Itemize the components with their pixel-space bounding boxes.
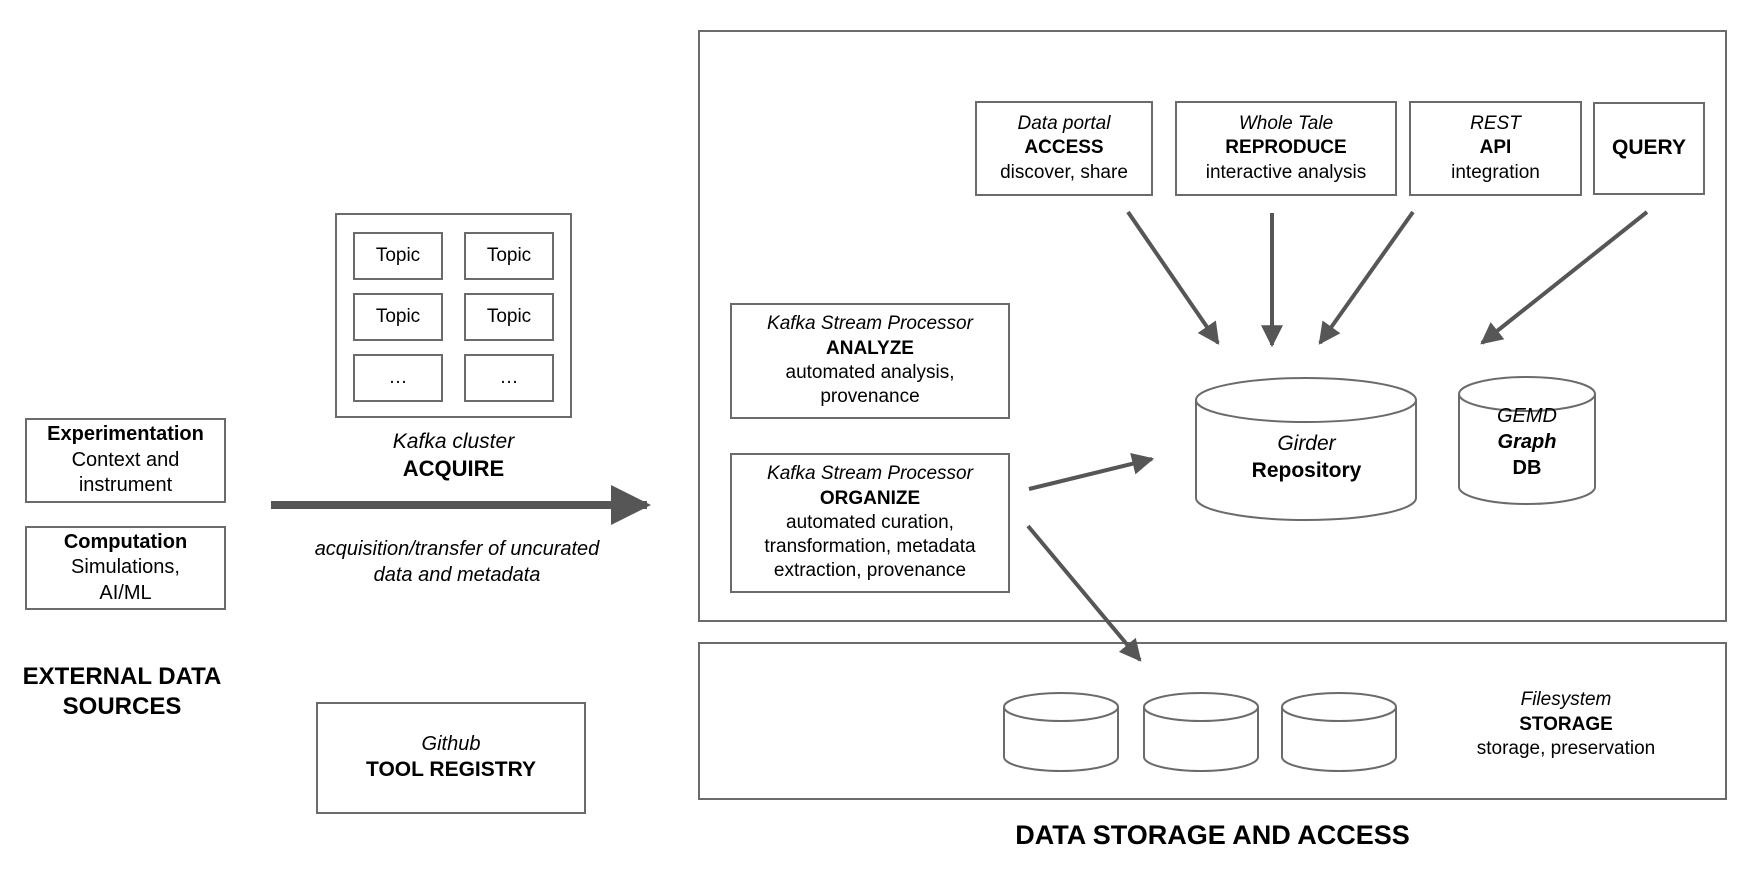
tool-registry-action: TOOL REGISTRY <box>366 758 536 782</box>
organize-processor-box: Kafka Stream Processor ORGANIZE automate… <box>730 453 1010 593</box>
experimentation-title: Experimentation <box>47 423 204 446</box>
tool-registry-box: Github TOOL REGISTRY <box>316 702 586 814</box>
gemd-db: DB <box>1512 457 1542 479</box>
computation-box: Computation Simulations, AI/ML <box>25 526 226 610</box>
transfer-caption-line1: acquisition/transfer of uncurated <box>314 538 600 560</box>
computation-desc-line2: AI/ML <box>99 581 152 604</box>
external-label-line2: SOURCES <box>62 693 182 720</box>
kafka-topic: Topic <box>464 232 554 280</box>
whole-tale-desc: interactive analysis <box>1205 161 1367 183</box>
kafka-cluster-box: Topic Topic Topic Topic … … <box>335 213 572 418</box>
whole-tale-box: Whole Tale REPRODUCE interactive analysi… <box>1175 101 1397 196</box>
kafka-topic-ellipsis: … <box>353 354 443 402</box>
analyze-action: ANALYZE <box>826 337 914 359</box>
kafka-cluster-name: Kafka cluster <box>392 430 515 453</box>
data-portal-desc: discover, share <box>1000 161 1128 183</box>
data-portal-action: ACCESS <box>1024 137 1104 159</box>
filesystem-action: STORAGE <box>1519 713 1613 735</box>
tool-registry-name: Github <box>421 732 481 755</box>
girder-type: Repository <box>1251 459 1362 483</box>
kafka-topic: Topic <box>353 232 443 280</box>
filesystem-name: Filesystem <box>1520 689 1612 710</box>
kafka-topic: Topic <box>464 293 554 341</box>
rest-api-name: REST <box>1470 113 1521 135</box>
analyze-desc-line2: provenance <box>820 386 920 408</box>
data-portal-box: Data portal ACCESS discover, share <box>975 101 1153 196</box>
organize-desc-line2: transformation, metadata <box>764 536 976 558</box>
experimentation-desc-line1: Context and <box>71 448 180 471</box>
gemd-kind: Graph <box>1497 431 1557 453</box>
data-portal-name: Data portal <box>1017 113 1111 135</box>
transfer-caption-line2: data and metadata <box>373 564 541 586</box>
girder-name: Girder <box>1277 432 1336 455</box>
rest-api-desc: integration <box>1451 161 1540 183</box>
girder-repository-label: Girder Repository <box>1196 430 1417 485</box>
analyze-desc-line1: automated analysis, <box>785 362 955 383</box>
kafka-cluster-action: ACQUIRE <box>402 456 505 482</box>
gemd-name: GEMD <box>1497 405 1557 427</box>
external-data-sources-label: EXTERNAL DATA SOURCES <box>0 662 244 722</box>
rest-api-action: API <box>1479 137 1512 159</box>
kafka-cluster-caption: Kafka cluster ACQUIRE <box>335 428 572 484</box>
data-storage-access-title: DATA STORAGE AND ACCESS <box>1015 820 1410 850</box>
filesystem-storage-label: Filesystem STORAGE storage, preservation <box>1420 688 1712 762</box>
computation-title: Computation <box>63 530 188 553</box>
gemd-graph-db-label: GEMD Graph DB <box>1459 403 1595 481</box>
transfer-caption: acquisition/transfer of uncurated data a… <box>287 536 627 588</box>
experimentation-desc-line2: instrument <box>78 474 173 497</box>
kafka-topic-ellipsis: … <box>464 354 554 402</box>
rest-api-box: REST API integration <box>1409 101 1582 196</box>
whole-tale-name: Whole Tale <box>1238 113 1334 135</box>
organize-desc-line3: extraction, provenance <box>773 560 967 582</box>
computation-desc-line1: Simulations, <box>71 556 180 579</box>
analyze-processor-box: Kafka Stream Processor ANALYZE automated… <box>730 303 1010 419</box>
analyze-name: Kafka Stream Processor <box>767 313 973 335</box>
query-action: QUERY <box>1612 136 1686 160</box>
filesystem-desc: storage, preservation <box>1476 738 1656 760</box>
query-box: QUERY <box>1593 102 1705 195</box>
kafka-topic: Topic <box>353 293 443 341</box>
organize-action: ORGANIZE <box>819 487 921 509</box>
organize-name: Kafka Stream Processor <box>767 463 973 485</box>
organize-desc-line1: automated curation, <box>786 511 954 533</box>
external-label-line1: EXTERNAL DATA <box>22 663 222 690</box>
experimentation-box: Experimentation Context and instrument <box>25 418 226 503</box>
whole-tale-action: REPRODUCE <box>1225 137 1347 159</box>
